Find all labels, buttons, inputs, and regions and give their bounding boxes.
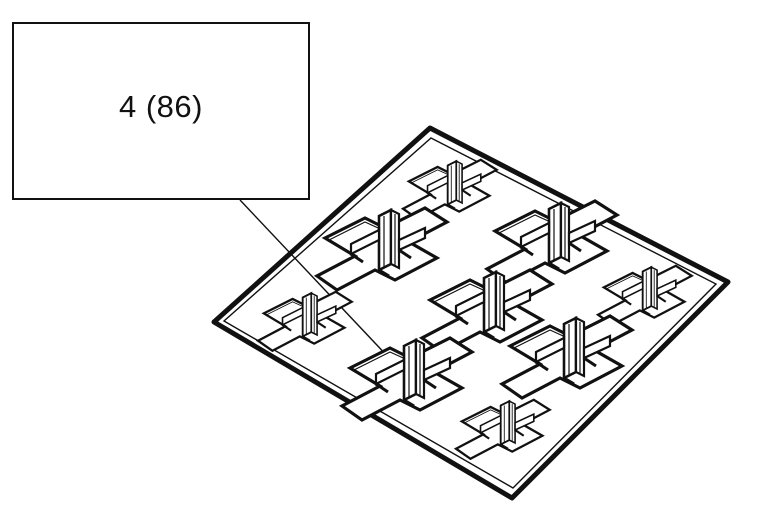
cutout-4 bbox=[595, 264, 694, 327]
callout-box: 4 (86) bbox=[12, 22, 310, 200]
cutout-7 bbox=[338, 336, 476, 422]
cutout-9 bbox=[453, 398, 552, 461]
cutout-8 bbox=[498, 314, 636, 400]
plate-inner-edge bbox=[222, 137, 718, 489]
cutout-layer bbox=[255, 158, 694, 461]
cutout-2 bbox=[313, 206, 451, 292]
callout-label: 4 (86) bbox=[119, 89, 203, 124]
cutout-3 bbox=[483, 199, 621, 285]
cutout-5 bbox=[255, 290, 354, 353]
leader-line bbox=[239, 199, 409, 379]
cutout-6 bbox=[418, 268, 556, 354]
cutout-1 bbox=[400, 158, 499, 221]
